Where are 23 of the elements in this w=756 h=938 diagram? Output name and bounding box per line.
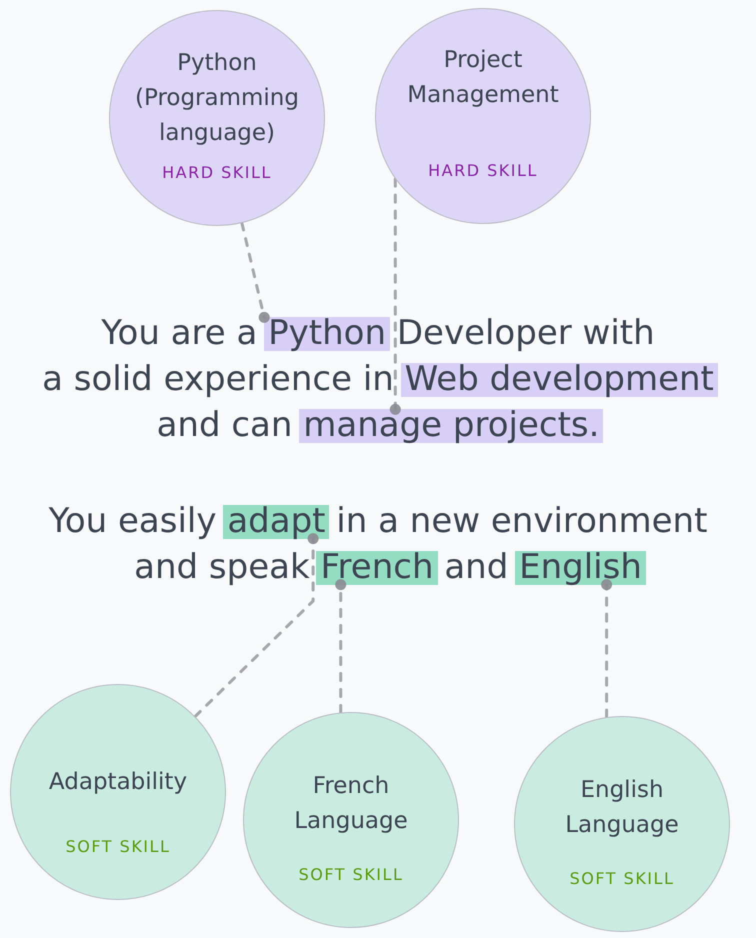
text-highlight bbox=[264, 317, 390, 351]
text-highlight bbox=[223, 505, 330, 539]
skill-name: Adaptability bbox=[48, 768, 188, 797]
text-highlight bbox=[400, 363, 718, 397]
skill-name: French Language bbox=[293, 772, 409, 836]
skill-name: English Language bbox=[564, 776, 680, 840]
skill-type-label: SOFT SKILL bbox=[570, 868, 674, 890]
leader-line bbox=[335, 579, 346, 714]
leader-line bbox=[390, 178, 401, 415]
skill-name: Project Management bbox=[406, 46, 560, 110]
text-highlight bbox=[515, 551, 646, 585]
text-highlight bbox=[299, 409, 604, 443]
skill-type-label: SOFT SKILL bbox=[298, 864, 404, 886]
description-text: You easily adapt in a new environment and speak French and English bbox=[48, 500, 708, 589]
skill-type-label: HARD SKILL bbox=[162, 162, 272, 184]
skill-type-label: SOFT SKILL bbox=[66, 836, 170, 858]
skill-name: Python (Programming language) bbox=[134, 49, 300, 148]
leader-line bbox=[240, 222, 270, 323]
description-text: You are a Python Developer with a solid experience in Web development and can manage projects. bbox=[42, 312, 714, 447]
skill-type-label: HARD SKILL bbox=[428, 160, 538, 182]
text-highlight bbox=[316, 551, 438, 585]
leader-line bbox=[601, 579, 612, 719]
leader-line bbox=[194, 533, 319, 718]
